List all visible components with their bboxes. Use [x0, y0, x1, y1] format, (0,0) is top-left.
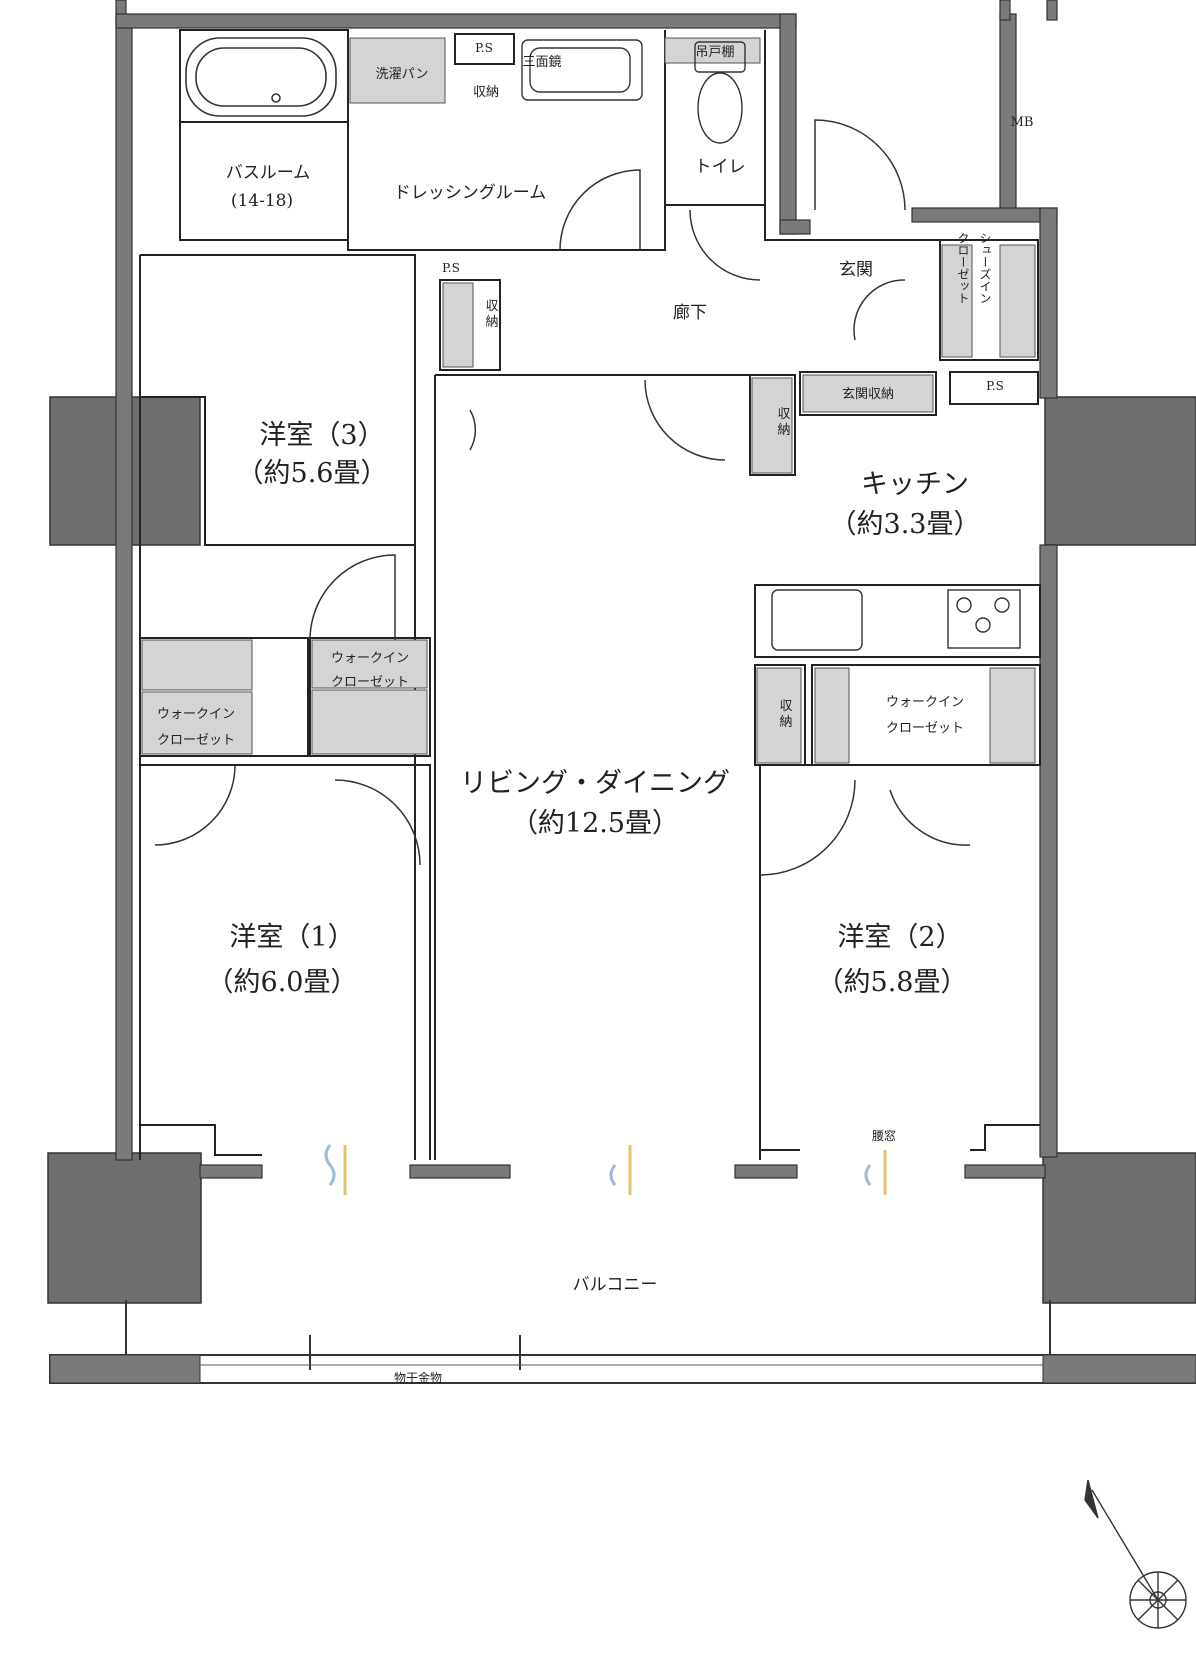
walkin-kitchen-line2: クローゼット	[886, 721, 964, 736]
entrance-storage-label: 玄関収納	[842, 387, 894, 402]
walkin-kitchen-line1: ウォークイン	[886, 695, 964, 710]
storage-hall-v2: 納	[485, 315, 498, 330]
storage-label-dressing: 収納	[473, 85, 499, 100]
interior-walls	[139, 29, 1041, 1160]
storage-hall-v1: 収	[485, 299, 498, 314]
shoe-closet-col1: シューズイン	[978, 232, 992, 304]
toilet-fixture	[694, 41, 746, 144]
living-name: リビング・ダイニング	[460, 768, 730, 799]
hallway-name: 廊下	[673, 303, 707, 323]
room2-name: 洋室（2）	[837, 922, 962, 953]
room-labels: バスルーム (14-18) ドレッシングルーム トイレ 廊下 玄関 洋室（3） …	[207, 157, 981, 1295]
room3-size: （約5.6畳）	[237, 458, 388, 489]
walkin-room3-line1: ウォークイン	[331, 651, 409, 666]
column-left-bottom	[47, 1152, 202, 1304]
storage-fills	[141, 37, 1036, 764]
kitchen-size: （約3.3畳）	[830, 509, 981, 540]
door-swings	[154, 119, 971, 876]
kitchen-name: キッチン	[861, 469, 969, 500]
storage-kitchen-v1: 収	[779, 699, 792, 714]
storage-living-v2: 納	[777, 423, 790, 438]
room2-size: （約5.8畳）	[817, 967, 968, 998]
column-right-mid	[1044, 396, 1196, 546]
exterior-walls	[115, 0, 1058, 1179]
column-right-bottom	[1042, 1152, 1196, 1304]
laundry-pan-label: 洗濯パン	[376, 67, 429, 82]
laundry-hardware-label: 物干金物	[394, 1370, 442, 1385]
waist-window-label: 腰窓	[872, 1128, 896, 1143]
structural-columns	[47, 396, 1196, 1304]
living-size: （約12.5畳）	[511, 808, 679, 839]
room1-name: 洋室（1）	[229, 922, 354, 953]
sinks	[521, 39, 863, 651]
upper-shelf-label: 吊戸棚	[695, 45, 734, 60]
small-labels: 洗濯パン P.S 収納 三面鏡 吊戸棚 MB P.S P.S 玄関収納 腰窓 物…	[157, 41, 1033, 1385]
ps-label-entrance: P.S	[986, 379, 1004, 393]
bath-name: バスルーム	[226, 163, 311, 183]
toilet-name: トイレ	[695, 157, 746, 177]
dressing-name: ドレッシングルーム	[394, 183, 547, 203]
airflow-markers	[324, 1144, 887, 1195]
ps-label-hall: P.S	[442, 261, 460, 275]
storage-kitchen-v2: 納	[779, 715, 792, 730]
balcony-structure	[49, 1300, 1196, 1384]
bath-size: (14-18)	[231, 191, 293, 211]
stove	[947, 589, 1021, 649]
balcony-railing	[49, 1354, 1196, 1384]
walkin-room3-line2: クローゼット	[331, 675, 409, 690]
bathtub	[185, 37, 337, 117]
walkin-room1-line2: クローゼット	[157, 733, 235, 748]
mb-label: MB	[1011, 115, 1034, 130]
walkin-room1-line1: ウォークイン	[157, 707, 235, 722]
balcony-name: バルコニー	[573, 1275, 658, 1295]
room1-size: （約6.0畳）	[207, 967, 358, 998]
compass-icon	[1084, 1479, 1187, 1629]
triple-mirror-label: 三面鏡	[522, 55, 561, 70]
storage-living-v1: 収	[777, 407, 790, 422]
entrance-name: 玄関	[839, 260, 873, 280]
ps-label-top: P.S	[475, 41, 493, 55]
room3-name: 洋室（3）	[259, 420, 384, 451]
shoe-closet-col2: クローゼット	[956, 232, 970, 304]
